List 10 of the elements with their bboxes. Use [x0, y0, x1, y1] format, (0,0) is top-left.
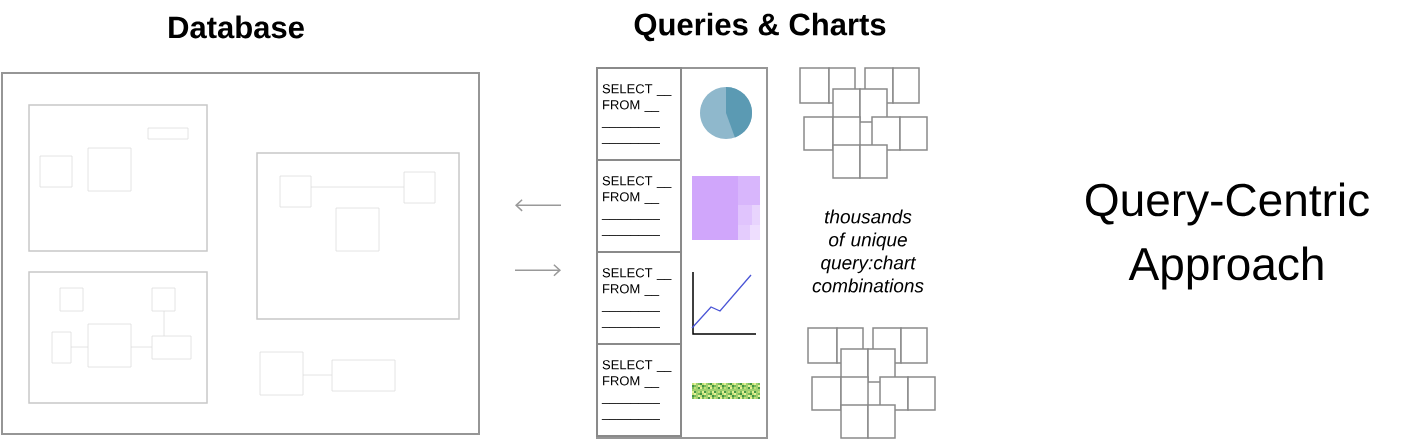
query-cell: SELECT __ FROM __ ________ ________ [596, 343, 682, 437]
approach-title: Query-Centric Approach [1086, 182, 1369, 290]
query-cell: SELECT __ FROM __ ________ ________ [596, 67, 682, 161]
query-cell: SELECT __ FROM __ ________ ________ [596, 251, 682, 345]
arrow [514, 263, 561, 277]
heading: Queries & Charts [634, 12, 886, 42]
query-cell: SELECT __ FROM __ ________ ________ [596, 159, 682, 253]
arrow [515, 199, 562, 212]
heading: Database [169, 15, 304, 39]
note: thousands of unique query:chart combinations [812, 209, 924, 293]
